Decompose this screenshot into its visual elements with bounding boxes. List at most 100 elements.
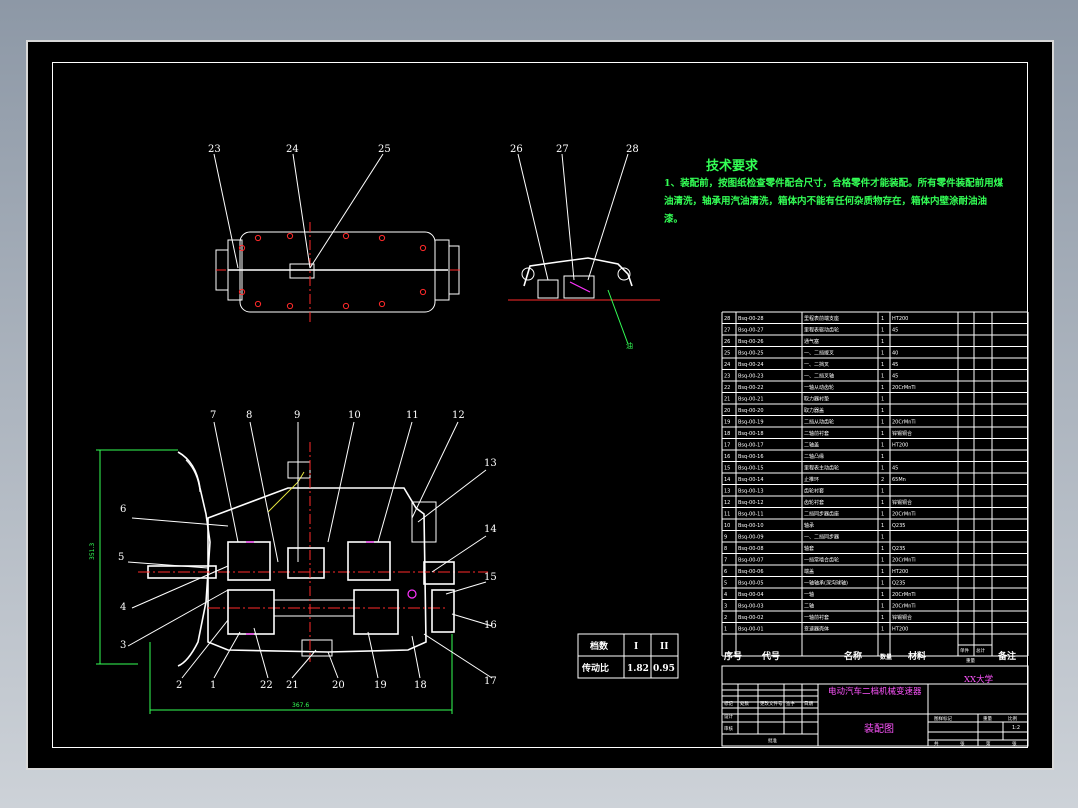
bom-cell-code: Bsq-00-07 — [738, 558, 764, 564]
bom-cell-no: 28 — [724, 316, 730, 322]
gear-table-label-gear: 档数 — [590, 640, 609, 652]
bom-cell-code: Bsq-00-15 — [738, 466, 764, 472]
bom-cell-code: Bsq-00-28 — [738, 316, 764, 322]
tb-designer: 设计 — [724, 713, 733, 720]
bom-cell-no: 5 — [724, 581, 727, 587]
bom-cell-no: 12 — [724, 500, 730, 506]
assembly-drawing: 技术要求 1、装配前，按图纸检查零件配合尺寸，合格零件才能装配。所有零件装配前用… — [89, 144, 1029, 747]
bom-cell-name: 轴承 — [804, 522, 814, 529]
bom-cell-no: 26 — [724, 339, 730, 345]
bom-cell-qty: 1 — [881, 316, 884, 322]
tb-row-sign: 签字 — [786, 700, 795, 707]
bom-cell-qty: 1 — [881, 523, 884, 529]
bom-cell-code: Bsq-00-01 — [738, 627, 764, 633]
bom-cell-qty: 1 — [881, 431, 884, 437]
bom-cell-name: 一轴前衬套 — [804, 614, 829, 621]
bom-cell-material: 20CrMnTi — [892, 604, 916, 610]
callout-3: 3 — [120, 640, 126, 651]
callout-18: 18 — [414, 680, 427, 691]
callout-23: 23 — [208, 144, 221, 155]
gear-table-ratio-2: 0.95 — [653, 664, 675, 674]
bom-cell-code: Bsq-00-26 — [738, 339, 764, 345]
bom-cell-material: 锌锡铜合 — [892, 430, 912, 437]
bom-cell-qty: 1 — [881, 328, 884, 334]
bom-cell-name: 一、二挡同步器 — [804, 534, 839, 541]
bom-cell-name: 里程表前端支座 — [804, 315, 839, 322]
callout-1: 1 — [210, 680, 216, 691]
bom-cell-no: 24 — [724, 362, 730, 368]
top-left-view — [213, 153, 460, 322]
bom-cell-code: Bsq-00-09 — [738, 535, 764, 541]
bom-cell-name: 二轴前衬套 — [804, 430, 829, 437]
bom-cell-no: 2 — [724, 615, 727, 621]
bom-cell-code: Bsq-00-08 — [738, 546, 764, 552]
bom-cell-code: Bsq-00-16 — [738, 454, 764, 460]
bom-cell-name: 取力器衬垫 — [804, 396, 829, 403]
bom-cell-qty: 1 — [881, 592, 884, 598]
bom-cell-material: 20CrMnTi — [892, 420, 916, 426]
tb-approver: 批准 — [768, 737, 777, 744]
bom-cell-no: 18 — [724, 431, 730, 437]
callout-11: 11 — [406, 410, 419, 421]
callout-9: 9 — [294, 410, 300, 421]
callout-14: 14 — [484, 524, 497, 535]
drawing-sheet: 技术要求 1、装配前，按图纸检查零件配合尺寸，合格零件才能装配。所有零件装配前用… — [26, 40, 1054, 770]
bom-cell-material: 20CrMnTi — [892, 512, 916, 518]
bom-cell-no: 4 — [724, 592, 727, 598]
bom-cell-material: 40 — [892, 351, 898, 357]
callout-13: 13 — [484, 458, 497, 469]
bom-cell-name: 止推环 — [804, 476, 819, 483]
tb-scale-label: 比例 — [1008, 715, 1017, 722]
bom-header-remark: 备注 — [997, 650, 1016, 662]
bom-cell-code: Bsq-00-14 — [738, 477, 764, 483]
bom-cell-no: 20 — [724, 408, 730, 414]
bom-cell-qty: 1 — [881, 569, 884, 575]
bom-cell-qty: 1 — [881, 454, 884, 460]
bom-cell-qty: 1 — [881, 615, 884, 621]
gear-table-gear-1: I — [634, 642, 638, 652]
callout-22: 22 — [260, 680, 273, 691]
bom-cell-material: 45 — [892, 328, 898, 334]
bom-cell-qty: 1 — [881, 385, 884, 391]
bom-cell-no: 13 — [724, 489, 730, 495]
bom-cell-code: Bsq-00-04 — [738, 592, 764, 598]
callout-oil: 油 — [626, 341, 633, 350]
callout-10: 10 — [348, 410, 361, 421]
bom-cell-name: 齿轮衬套 — [804, 499, 824, 506]
bom-cell-no: 9 — [724, 535, 727, 541]
bom-cell-name: 二轴凸缘 — [804, 453, 824, 460]
bom-header-qty: 数量 — [880, 653, 892, 661]
bom-cell-code: Bsq-00-11 — [738, 512, 764, 518]
callout-26: 26 — [510, 144, 523, 155]
bom-cell-material: 锌锡铜合 — [892, 499, 912, 506]
bom-cell-qty: 1 — [881, 546, 884, 552]
bom-cell-no: 27 — [724, 328, 730, 334]
bom-cell-no: 8 — [724, 546, 727, 552]
bom-cell-qty: 1 — [881, 500, 884, 506]
bom-cell-qty: 1 — [881, 443, 884, 449]
gear-table-ratio-1: 1.82 — [627, 664, 649, 674]
bom-cell-no: 11 — [724, 512, 730, 518]
tb-row-file: 更改文件号 — [760, 700, 783, 707]
bom-cell-name: 里程表主动齿轮 — [804, 465, 839, 472]
bom-header-material: 材料 — [907, 650, 926, 662]
callout-27: 27 — [556, 144, 569, 155]
bom-cell-name: 轴套 — [804, 545, 814, 552]
bom-cell-code: Bsq-00-19 — [738, 420, 764, 426]
tb-scale: 1:2 — [1012, 725, 1020, 731]
bom-cell-name: 端盖 — [804, 568, 814, 575]
bom-cell-no: 15 — [724, 466, 730, 472]
bom-cell-material: 20CrMnTi — [892, 385, 916, 391]
bom-cell-no: 14 — [724, 477, 730, 483]
bom-cell-code: Bsq-00-22 — [738, 385, 764, 391]
bom-cell-name: 一、二挡拨叉 — [804, 350, 834, 357]
bom-cell-qty: 1 — [881, 535, 884, 541]
bom-cell-material: HT200 — [892, 627, 908, 633]
bom-cell-material: HT200 — [892, 316, 908, 322]
title-block-grid — [721, 665, 1029, 747]
bom-cell-code: Bsq-00-20 — [738, 408, 764, 414]
bom-cell-qty: 1 — [881, 339, 884, 345]
bom-cell-qty: 1 — [881, 558, 884, 564]
callout-15: 15 — [484, 572, 497, 583]
